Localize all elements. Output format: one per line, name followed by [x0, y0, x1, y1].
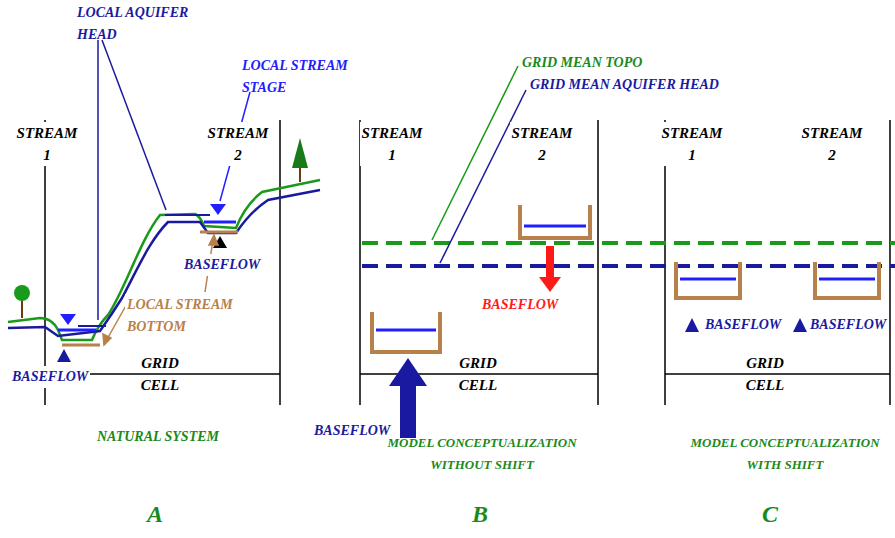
label: BASEFLOW — [182, 254, 262, 276]
stream-bottom — [62, 344, 100, 347]
baseflow-arrow — [539, 246, 561, 292]
stage-triangle — [60, 314, 76, 325]
stream-water — [204, 221, 236, 224]
label: GRID CELL — [139, 352, 181, 396]
label: STREAM 2 — [206, 122, 271, 166]
grid-cell-frame — [45, 120, 890, 405]
label: C — [760, 500, 780, 528]
label: GRID CELL — [744, 352, 786, 396]
label: MODEL CONCEPTUALIZATION WITH SHIFT — [688, 432, 882, 476]
baseflow-arrow — [389, 358, 427, 438]
mean-topo-line — [362, 241, 895, 245]
label: NATURAL SYSTEM — [95, 426, 221, 448]
tree-symbol — [14, 285, 30, 318]
stream-water — [680, 278, 736, 281]
head-marker — [78, 325, 106, 327]
label: LOCAL AQUIFER HEAD — [75, 2, 219, 46]
baseflow-triangle — [685, 318, 699, 332]
label: STREAM 2 — [800, 122, 865, 166]
label: LOCAL STREAM STAGE — [240, 55, 379, 99]
stream-water — [376, 329, 436, 332]
label: STREAM 1 — [360, 122, 425, 166]
label: STREAM 2 — [510, 122, 575, 166]
stream-bottom — [200, 231, 238, 234]
label: BASEFLOW — [10, 366, 90, 388]
label: MODEL CONCEPTUALIZATION WITHOUT SHIFT — [380, 432, 584, 476]
head-marker — [165, 214, 210, 216]
label: GRID CELL — [457, 352, 499, 396]
label: LOCAL STREAM BOTTOM — [125, 294, 264, 338]
stream-channel — [520, 205, 590, 238]
leader-line — [432, 66, 518, 240]
label: STREAM 1 — [660, 122, 725, 166]
stage-triangle — [210, 204, 226, 215]
label: STREAM 1 — [15, 122, 80, 166]
label: GRID MEAN AQUIFER HEAD — [528, 74, 721, 96]
label: BASEFLOW — [703, 314, 783, 336]
label: GRID MEAN TOPO — [520, 52, 644, 74]
stream-water — [524, 225, 586, 228]
stream-water — [819, 278, 875, 281]
baseflow-triangle — [793, 318, 807, 332]
label: BASEFLOW — [312, 420, 392, 442]
label: B — [470, 500, 490, 528]
stream-channel — [815, 262, 879, 298]
stream-channel — [676, 262, 740, 298]
baseflow-triangle — [57, 349, 71, 362]
leader-line — [98, 40, 166, 320]
pine-tree-symbol — [292, 138, 308, 182]
leader-line — [440, 90, 526, 263]
label: BASEFLOW — [480, 294, 560, 316]
stream-water — [58, 329, 96, 332]
label: A — [145, 500, 165, 528]
stream-channel — [372, 312, 440, 352]
label: BASEFLOW — [808, 314, 888, 336]
